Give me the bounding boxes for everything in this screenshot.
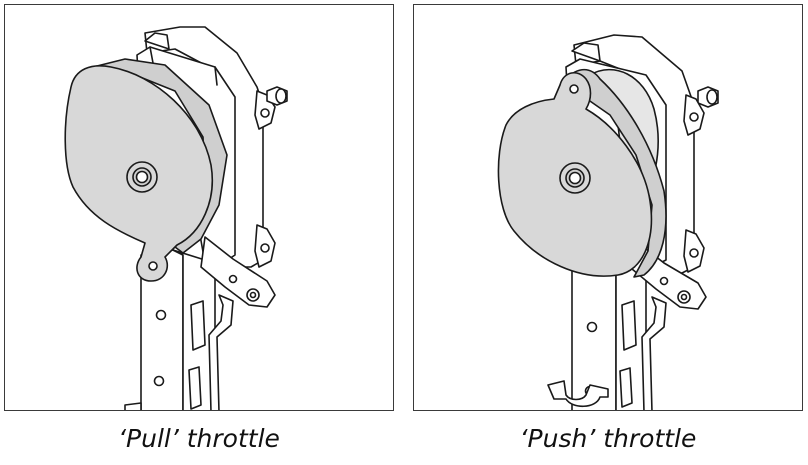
top-mount-tab bbox=[144, 32, 170, 50]
top-mount-tab bbox=[571, 42, 601, 62]
bottom-clip bbox=[547, 380, 609, 408]
cam-tab-hole bbox=[569, 84, 579, 94]
cam-tab-hole bbox=[148, 261, 158, 271]
throttle-rod bbox=[641, 296, 667, 410]
cam-edge bbox=[84, 58, 228, 254]
pull-throttle-drawing bbox=[64, 26, 288, 410]
push-throttle-caption: ‘Push’ throttle bbox=[519, 424, 697, 453]
pull-throttle-illustration bbox=[4, 4, 394, 411]
throttle-rod bbox=[208, 294, 234, 410]
push-throttle-drawing bbox=[497, 34, 719, 410]
push-throttle-illustration bbox=[413, 4, 803, 411]
pull-throttle-caption: ‘Pull’ throttle bbox=[118, 424, 280, 453]
cam-edge bbox=[563, 68, 667, 278]
